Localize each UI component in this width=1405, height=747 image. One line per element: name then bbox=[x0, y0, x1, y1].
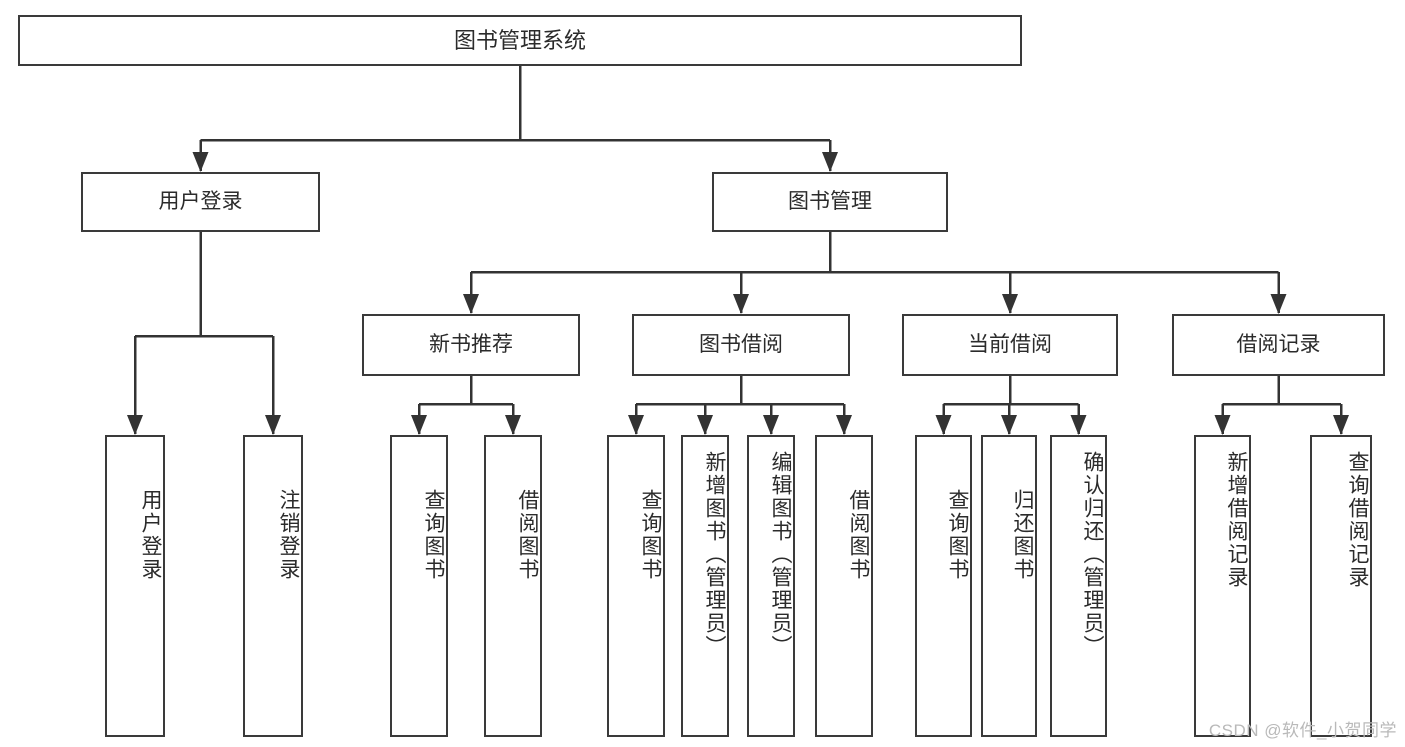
watermark: CSDN @软件_小贺同学 bbox=[1208, 721, 1397, 740]
node-label: 归还图书 bbox=[1011, 489, 1034, 581]
leaf-query-borrow-record[interactable]: 查询借阅记录 bbox=[1310, 435, 1372, 737]
leaf-add-borrow-record[interactable]: 新增借阅记录 bbox=[1194, 435, 1251, 737]
node-label: 查询图书 bbox=[422, 489, 445, 581]
node-label: 图书管理 bbox=[788, 189, 872, 213]
node-label: 查询图书 bbox=[639, 489, 662, 581]
node-label: 借阅图书 bbox=[516, 489, 539, 581]
leaf-query-book-current[interactable]: 查询图书 bbox=[915, 435, 972, 737]
node-label: 用户登录 bbox=[158, 189, 243, 213]
node-label: 查询图书 bbox=[946, 489, 969, 581]
leaf-add-book-admin[interactable]: 新增图书（管理员） bbox=[681, 435, 729, 737]
node-current-borrow[interactable]: 当前借阅 bbox=[902, 314, 1118, 376]
leaf-user-login[interactable]: 用户登录 bbox=[105, 435, 165, 737]
node-label: 用户登录 bbox=[139, 489, 162, 581]
node-label: 确认归还（管理员） bbox=[1081, 451, 1104, 658]
leaf-query-book-borrow[interactable]: 查询图书 bbox=[607, 435, 665, 737]
leaf-borrow-book-recommend[interactable]: 借阅图书 bbox=[484, 435, 542, 737]
node-label: 借阅记录 bbox=[1236, 332, 1321, 356]
node-label: 图书借阅 bbox=[699, 332, 783, 356]
node-label: 注销登录 bbox=[277, 489, 300, 581]
node-label: 查询借阅记录 bbox=[1346, 451, 1369, 589]
node-root[interactable]: 图书管理系统 bbox=[18, 15, 1022, 66]
node-label: 图书管理系统 bbox=[453, 27, 586, 53]
leaf-query-book-recommend[interactable]: 查询图书 bbox=[390, 435, 448, 737]
node-label: 新增借阅记录 bbox=[1225, 451, 1248, 589]
node-label: 新增图书（管理员） bbox=[703, 451, 726, 658]
node-label: 编辑图书（管理员） bbox=[769, 451, 792, 658]
node-user-login[interactable]: 用户登录 bbox=[81, 172, 320, 232]
node-label: 新书推荐 bbox=[429, 332, 513, 356]
leaf-logout[interactable]: 注销登录 bbox=[243, 435, 303, 737]
node-label: 借阅图书 bbox=[847, 489, 870, 581]
node-borrow-record[interactable]: 借阅记录 bbox=[1172, 314, 1385, 376]
leaf-edit-book-admin[interactable]: 编辑图书（管理员） bbox=[747, 435, 795, 737]
leaf-borrow-book-borrow[interactable]: 借阅图书 bbox=[815, 435, 873, 737]
node-label: 当前借阅 bbox=[968, 332, 1052, 356]
leaf-confirm-return-admin[interactable]: 确认归还（管理员） bbox=[1050, 435, 1107, 737]
leaf-return-book[interactable]: 归还图书 bbox=[981, 435, 1037, 737]
node-new-book-recommend[interactable]: 新书推荐 bbox=[362, 314, 580, 376]
node-book-borrow[interactable]: 图书借阅 bbox=[632, 314, 850, 376]
node-book-management[interactable]: 图书管理 bbox=[712, 172, 948, 232]
